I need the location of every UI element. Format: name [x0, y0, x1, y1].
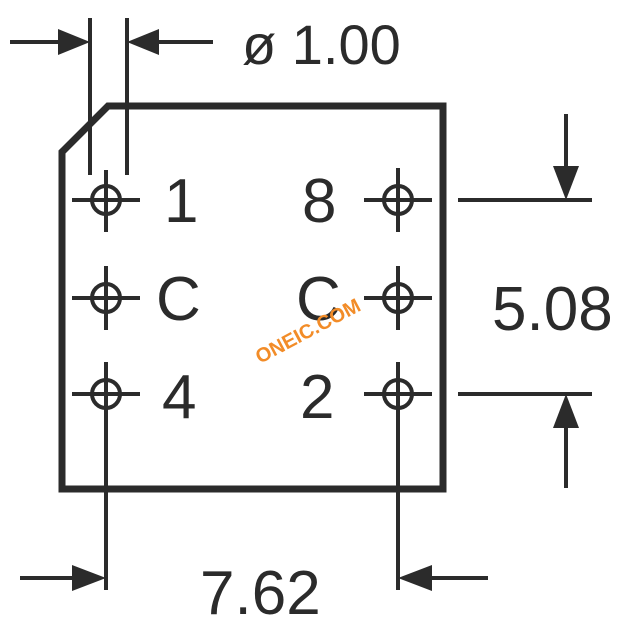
pin-hole-c-left	[72, 266, 140, 330]
hole-dim-arrowhead-right	[127, 29, 159, 55]
pin-label-8: 8	[302, 167, 336, 236]
pin-label-4: 4	[162, 363, 196, 432]
package-outline	[58, 102, 447, 493]
hole-diameter-label: ø 1.00	[242, 13, 401, 76]
vertical-pitch-label: 5.08	[492, 275, 613, 344]
hpitch-arrowhead-right	[398, 565, 432, 591]
pin-hole-4	[72, 362, 140, 590]
vpitch-arrowhead-bottom	[553, 394, 579, 428]
pin-label-c-left: C	[156, 265, 201, 334]
pin-hole-8	[364, 168, 432, 232]
pin-hole-2	[364, 362, 432, 590]
pin-hole-1	[72, 170, 140, 232]
hpitch-arrowhead-left	[72, 565, 106, 591]
pin-label-1: 1	[164, 167, 198, 236]
pin-label-2: 2	[300, 363, 334, 432]
horizontal-pitch-label: 7.62	[200, 559, 321, 628]
hole-dim-arrowhead-left	[58, 29, 90, 55]
pin-hole-c-right	[364, 266, 432, 330]
vpitch-arrowhead-top	[553, 166, 579, 200]
pin-label-c-right: C	[296, 265, 341, 334]
